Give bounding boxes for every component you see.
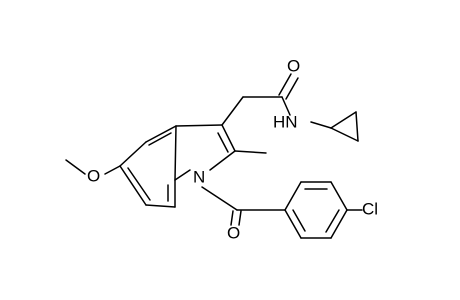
bond-c5-c6 — [119, 165, 147, 206]
bond-c5-o — [104, 165, 121, 175]
bond-c3a-c4 — [145, 125, 177, 143]
bond-ar-3 — [330, 181, 348, 211]
bond-ch2-to-c3 — [221, 96, 244, 126]
bond-ar-4-inner — [325, 209, 340, 233]
bond-c3-c2-inner — [217, 132, 229, 153]
bond-nh-to-cyclopropyl — [310, 121, 332, 129]
bond-carbonyl-double-a — [278, 73, 292, 96]
bond-benzoyl-co-a — [230, 210, 234, 226]
bond-ar-4 — [330, 209, 348, 239]
bond-c4-c5 — [119, 141, 147, 167]
bond-carbonyl-double-b — [285, 77, 299, 100]
bond-c3-c3a — [175, 124, 223, 127]
bond-c3a-c4-inner — [148, 132, 172, 146]
bond-cyclopropyl-c — [330, 127, 359, 142]
atom-label-chlorine: Cl — [362, 200, 378, 219]
bond-c6-c7 — [145, 204, 176, 208]
bond-o-ch3 — [65, 159, 86, 175]
bond-ar-6 — [284, 209, 302, 239]
atom-label-methoxy-oxygen: O — [87, 167, 100, 186]
bond-ar-1 — [284, 181, 302, 211]
atom-label-carbonyl-oxygen: O — [287, 57, 300, 76]
bond-n1-carbonyl — [201, 186, 238, 211]
bond-cyclopropyl-b — [355, 111, 359, 142]
bond-ar-6-inner — [292, 209, 306, 232]
bond-c2-n1 — [209, 150, 236, 171]
bond-benzoyl-co-b — [238, 210, 242, 226]
bond-c5-c6-inner — [127, 167, 151, 201]
bond-c2-methyl — [234, 150, 267, 154]
bond-cyclopropyl-a — [330, 111, 357, 129]
atom-label-amide-nh: HN — [273, 113, 298, 132]
bond-carbonyl-to-nh — [281, 96, 291, 116]
bond-n1-c7a — [174, 169, 191, 181]
bond-c3a-c7a — [174, 125, 177, 181]
bond-c3-c2 — [221, 124, 236, 152]
atom-label-indole-nitrogen: N — [193, 168, 205, 187]
atom-label-benzoyl-oxygen: O — [227, 224, 240, 243]
